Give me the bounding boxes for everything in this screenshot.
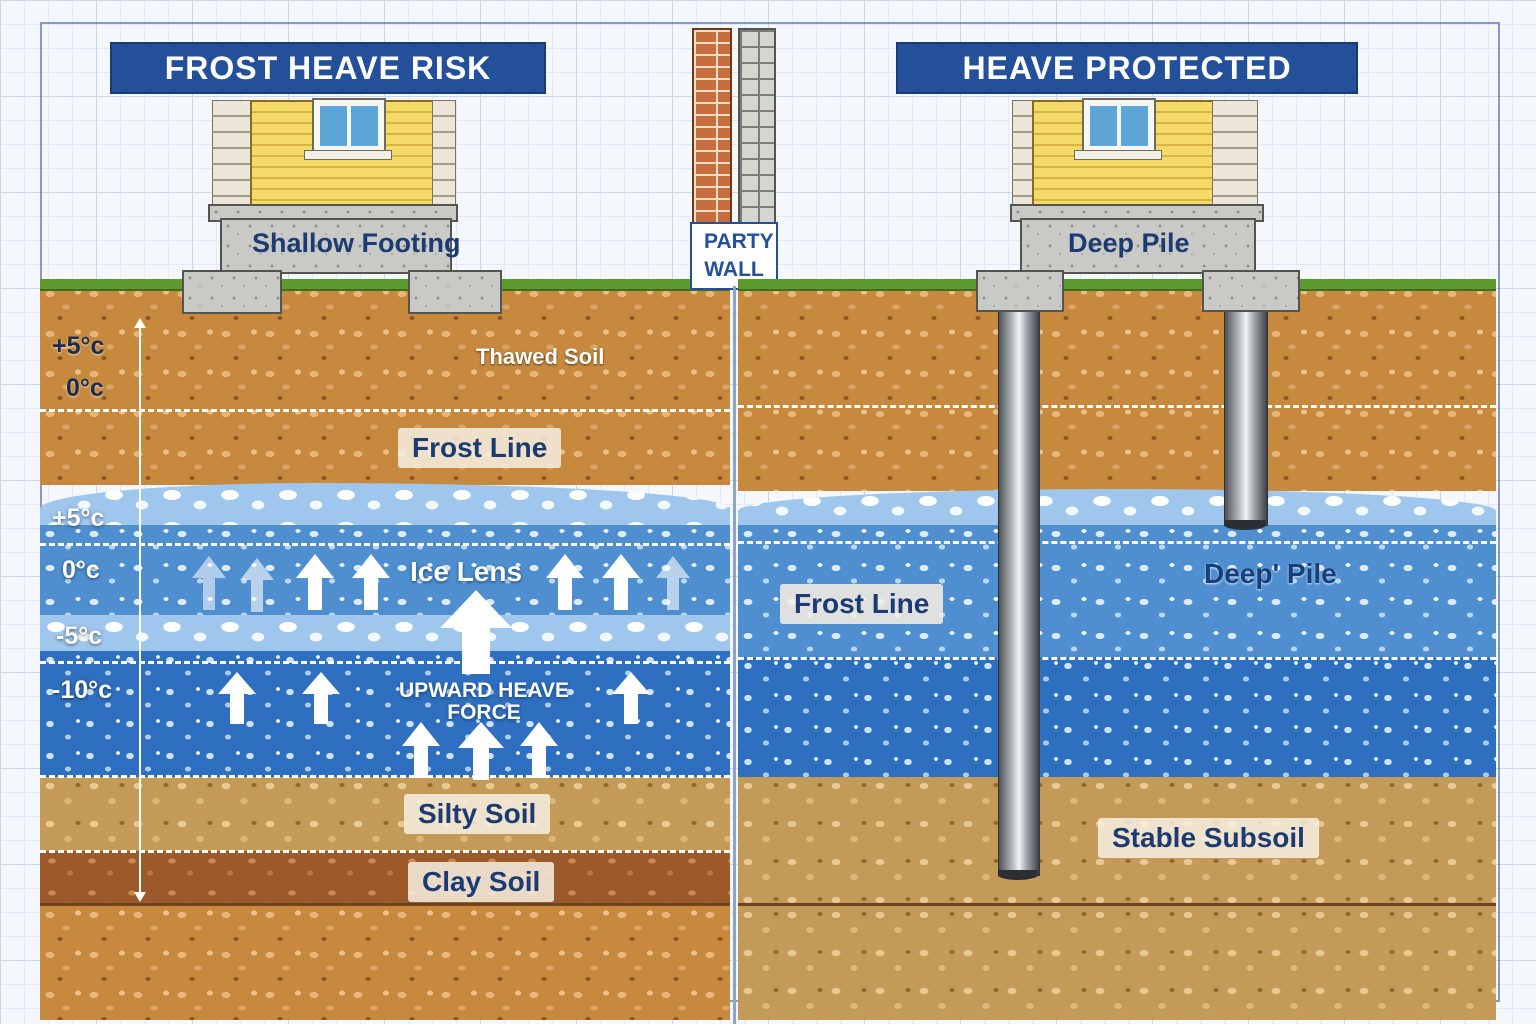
right-freezing-soil-layer <box>738 525 1496 657</box>
temp-boundary-line <box>40 543 730 546</box>
heave-arrow-icon <box>546 554 584 610</box>
silty-soil-layer <box>40 777 730 851</box>
left-house-window <box>314 100 384 152</box>
left-foundation-stem <box>220 218 452 274</box>
temp-boundary-line <box>40 409 730 412</box>
right-frost-line-label: Frost Line <box>780 584 944 624</box>
right-title-banner: HEAVE PROTECTED <box>896 42 1358 94</box>
right-house-corner-trim-left <box>1012 100 1034 210</box>
left-ground-grass <box>40 279 730 291</box>
stable-subsoil-label: Stable Subsoil <box>1098 818 1319 858</box>
temp-boundary-line <box>738 541 1496 544</box>
heave-arrow-icon <box>612 672 650 724</box>
deep-pile-label: Deep' Pile <box>1204 558 1337 589</box>
left-house-corner-trim-right <box>432 100 456 210</box>
depth-scale-arrow-bottom <box>134 892 146 902</box>
heave-arrow-icon <box>352 554 390 610</box>
right-pile-cap-right <box>1202 270 1300 312</box>
right-house-window <box>1084 100 1154 152</box>
clay-soil-label: Clay Soil <box>408 862 555 902</box>
temp-boundary-line <box>738 657 1496 660</box>
right-pile-cap-left <box>976 270 1064 312</box>
right-foundation-label: Deep Pile <box>1068 228 1190 258</box>
thawed-soil-layer <box>40 285 730 485</box>
right-frozen-soil-layer <box>738 657 1496 777</box>
temp-boundary-line <box>40 775 730 778</box>
temp-boundary-line <box>738 405 1496 408</box>
main-heave-arrow-icon <box>440 590 512 674</box>
heave-arrow-icon <box>458 722 504 780</box>
right-ground-grass <box>738 279 1496 291</box>
clay-soil-layer <box>40 851 730 903</box>
ice-lens-label: Ice Lens <box>410 556 523 587</box>
right-house-window-sill <box>1074 150 1162 160</box>
temperature-label: +5°c <box>52 332 105 360</box>
ice-lens-band <box>40 615 730 651</box>
temperature-label: 0°c <box>62 556 100 584</box>
heave-arrow-icon <box>602 554 640 610</box>
left-foundation-label: Shallow Footing <box>252 228 461 258</box>
temperature-label: -10°c <box>52 676 113 704</box>
temperature-label: 0°c <box>66 374 104 402</box>
heave-arrow-icon <box>240 558 274 612</box>
frozen-soil-layer <box>40 651 730 777</box>
depth-scale-arrow-top <box>134 318 146 328</box>
panel-divider <box>733 286 736 1024</box>
left-soil-panel <box>40 285 730 1020</box>
party-wall-label: PARTY WALL <box>704 230 774 281</box>
right-foundation-stem <box>1020 218 1256 274</box>
right-bedrock-layer <box>738 903 1496 1020</box>
right-house-corner-trim-right <box>1212 100 1258 210</box>
depth-scale <box>134 318 146 902</box>
long-deep-pile-tip <box>998 870 1038 880</box>
heave-arrow-icon <box>192 556 226 610</box>
right-soil-panel <box>738 285 1496 1020</box>
long-deep-pile <box>998 304 1040 876</box>
ice-crystal-band-top <box>40 483 730 529</box>
temperature-label: +5°c <box>52 504 105 532</box>
temp-boundary-line <box>40 661 730 664</box>
left-house-window-sill <box>304 150 392 160</box>
temperature-label: -5°c <box>56 622 103 650</box>
silty-soil-label: Silty Soil <box>404 794 551 834</box>
heave-arrow-icon <box>520 722 558 778</box>
short-pile-tip <box>1224 520 1266 530</box>
party-wall-brick-column <box>692 28 732 228</box>
left-frost-line-label: Frost Line <box>398 428 562 468</box>
thawed-soil-label: Thawed Soil <box>476 344 605 369</box>
right-ice-crystal-band <box>738 489 1496 529</box>
heave-arrow-icon <box>302 672 340 724</box>
left-footing-pad-left <box>182 270 282 314</box>
short-pile <box>1224 304 1268 526</box>
upward-heave-force-label: UPWARD HEAVE FORCE <box>399 679 569 724</box>
temp-boundary-line <box>40 850 730 853</box>
heave-arrow-icon <box>402 722 440 778</box>
left-footing-pad-right <box>408 270 502 314</box>
party-wall-block-column <box>738 28 776 228</box>
heave-arrow-icon <box>296 554 334 610</box>
party-wall-sign: PARTY WALL <box>690 222 778 290</box>
left-title-banner: FROST HEAVE RISK <box>110 42 546 94</box>
bedrock-soil-layer <box>40 903 730 1020</box>
left-house-corner-trim-left <box>212 100 252 210</box>
right-thawed-soil-layer <box>738 285 1496 491</box>
heave-arrow-icon <box>656 556 690 610</box>
heave-arrow-icon <box>218 672 256 724</box>
